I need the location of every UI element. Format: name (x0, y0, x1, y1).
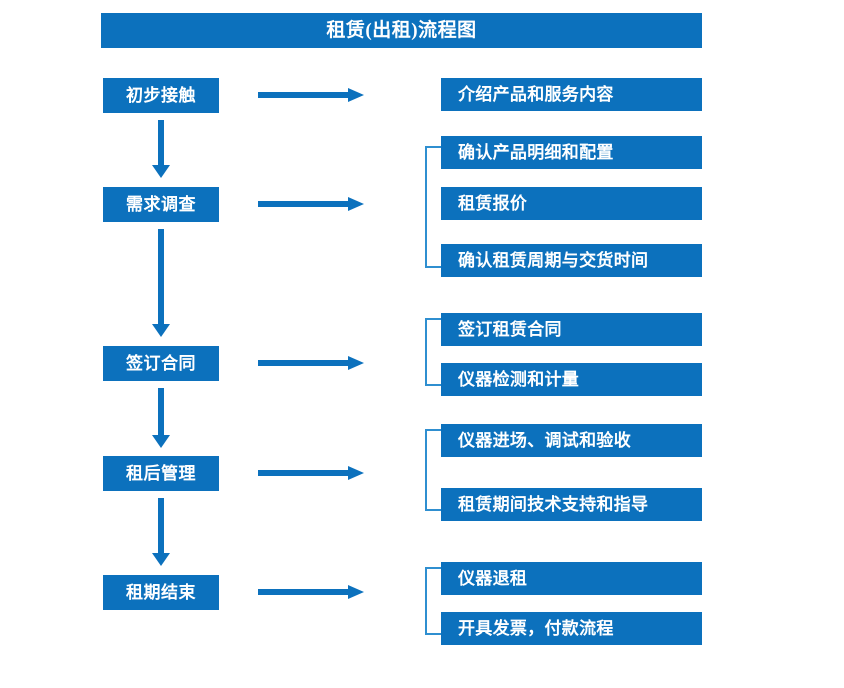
detail-label: 介绍产品和服务内容 (458, 85, 614, 104)
detail-box-introduce-products[interactable]: 介绍产品和服务内容 (441, 78, 702, 111)
detail-label: 仪器进场、调试和验收 (458, 431, 631, 450)
stage-box-sign-contract[interactable]: 签订合同 (103, 346, 219, 381)
arrow-right-icon-5 (258, 585, 364, 599)
arrow-right-icon-4 (258, 466, 364, 480)
detail-box-confirm-rental-period[interactable]: 确认租赁周期与交货时间 (441, 244, 702, 277)
stage-label: 签订合同 (126, 354, 196, 373)
detail-box-invoice-payment[interactable]: 开具发票，付款流程 (441, 612, 702, 645)
stage-box-post-rental-management[interactable]: 租后管理 (103, 456, 219, 491)
arrow-down-icon-3 (152, 388, 170, 448)
stage-label: 初步接触 (126, 86, 196, 105)
detail-box-confirm-product-details[interactable]: 确认产品明细和配置 (441, 136, 702, 169)
detail-label: 仪器检测和计量 (458, 370, 580, 389)
detail-label: 仪器退租 (458, 569, 528, 588)
detail-label: 租赁期间技术支持和指导 (458, 495, 649, 514)
stage-box-rental-end[interactable]: 租期结束 (103, 575, 219, 610)
detail-box-rental-quote[interactable]: 租赁报价 (441, 187, 702, 220)
arrow-right-icon-3 (258, 356, 364, 370)
stage-box-needs-survey[interactable]: 需求调查 (103, 187, 219, 222)
chart-title-banner: 租赁(出租)流程图 (101, 13, 702, 48)
arrow-right-icon-1 (258, 88, 364, 102)
group-bracket-needs-survey (425, 146, 441, 268)
detail-label: 租赁报价 (458, 194, 528, 213)
detail-label: 签订租赁合同 (458, 320, 562, 339)
group-bracket-post-rental (425, 429, 441, 511)
stage-label: 需求调查 (126, 195, 196, 214)
arrow-down-icon-1 (152, 120, 170, 178)
stage-box-initial-contact[interactable]: 初步接触 (103, 78, 219, 113)
page-title: 租赁(出租)流程图 (326, 20, 477, 41)
stage-label: 租期结束 (126, 583, 196, 602)
arrow-right-icon-2 (258, 197, 364, 211)
arrow-down-icon-4 (152, 498, 170, 566)
detail-box-sign-rental-contract[interactable]: 签订租赁合同 (441, 313, 702, 346)
group-bracket-sign-contract (425, 318, 441, 386)
arrow-down-icon-2 (152, 229, 170, 337)
detail-label: 开具发票，付款流程 (458, 619, 614, 638)
detail-label: 确认租赁周期与交货时间 (458, 251, 649, 270)
detail-label: 确认产品明细和配置 (458, 143, 614, 162)
group-bracket-rental-end (425, 567, 441, 635)
stage-label: 租后管理 (126, 464, 196, 483)
detail-box-technical-support[interactable]: 租赁期间技术支持和指导 (441, 488, 702, 521)
detail-box-instrument-inspection[interactable]: 仪器检测和计量 (441, 363, 702, 396)
detail-box-instrument-return[interactable]: 仪器退租 (441, 562, 702, 595)
detail-box-instrument-entry-commissioning[interactable]: 仪器进场、调试和验收 (441, 424, 702, 457)
